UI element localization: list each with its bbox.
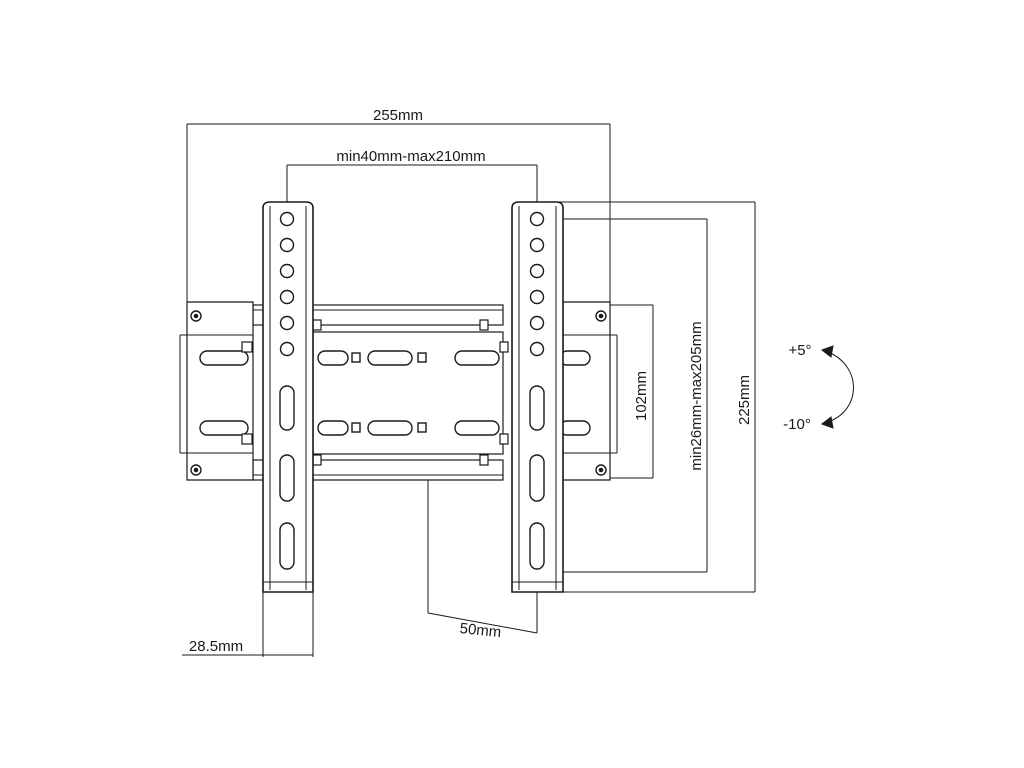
bolt-icon <box>241 319 509 466</box>
right-vertical-arm <box>511 201 564 593</box>
wall-plate <box>179 301 618 481</box>
tilt-arc-icon <box>820 345 854 429</box>
hole-span-label: min40mm-max210mm <box>336 148 485 165</box>
tilt-up-label: +5° <box>788 342 811 359</box>
overall-height-label: 225mm <box>736 375 753 425</box>
overall-width-label: 255mm <box>373 107 423 124</box>
depth-label: 28.5mm <box>189 638 243 655</box>
wall-distance-label: 50mm <box>459 620 502 641</box>
vertical-range-label: min26mm-max205mm <box>688 321 705 470</box>
left-vertical-arm <box>262 201 314 593</box>
plate-height-label: 102mm <box>633 371 650 421</box>
tilt-down-label: -10° <box>783 416 811 433</box>
